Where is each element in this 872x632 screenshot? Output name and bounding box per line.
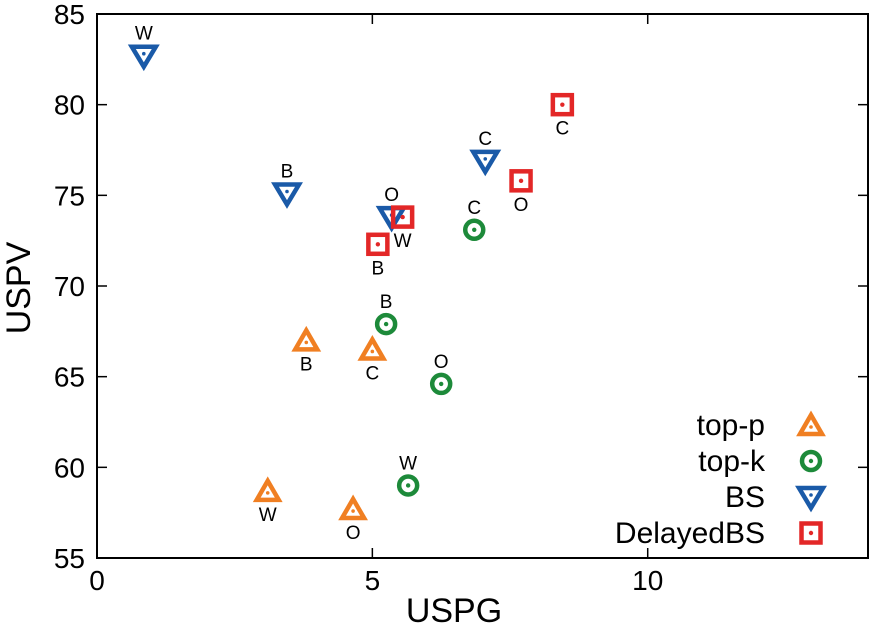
point-label-top-k: W [399,453,417,474]
point-label-top-k: B [380,292,393,313]
marker-dot [304,340,309,345]
marker-shape [796,410,826,437]
point-label-top-p: B [300,354,313,375]
legend-label-top-k: top-k [698,445,766,478]
y-tick-label: 80 [54,90,85,121]
marker-shape [799,521,823,545]
marker-dot [285,189,289,194]
data-point-top-p [291,325,322,352]
data-point-top-p [338,494,368,521]
y-axis-label: USPV [0,241,38,334]
data-point-top-k [396,474,420,497]
point-label-delayedbs: B [372,258,385,279]
marker-shape [462,218,486,242]
y-tick-label: 70 [54,271,85,302]
data-point-delayedbs [390,205,415,229]
marker-shape [429,372,453,396]
marker-shape [799,449,823,473]
point-label-top-p: C [365,363,379,384]
marker-dot [472,227,477,232]
marker-shape [374,312,398,336]
marker-dot [375,242,381,247]
point-label-top-k: C [467,198,481,219]
legend-label-delayedbs: DelayedBS [615,517,765,550]
marker-shape [366,232,390,257]
point-label-bs: C [478,129,492,150]
y-tick-label: 75 [54,180,85,211]
marker-dot [808,530,814,536]
x-tick-label: 10 [632,565,663,596]
point-label-bs: W [135,24,153,45]
marker-dot [438,381,444,387]
marker-dot [370,349,375,354]
point-label-delayedbs: O [514,195,529,216]
data-point-bs [271,182,303,209]
legend-label-bs: BS [725,481,765,514]
point-label-delayedbs: C [555,119,569,140]
marker-shape [271,182,303,209]
marker-dot [400,214,405,220]
legend-marker-top-k [799,449,823,473]
marker-shape [469,149,502,177]
legend-label-top-p: top-p [697,409,765,442]
y-tick-label: 60 [54,452,85,483]
marker-shape [338,494,368,521]
marker-shape [357,334,388,361]
point-label-delayedbs: W [394,231,412,252]
y-tick-label: 65 [54,362,85,393]
marker-dot [809,493,813,497]
data-point-delayedbs [550,92,575,117]
data-point-top-p [357,334,388,361]
data-point-bs [127,44,160,72]
legend-marker-delayedbs [799,521,823,545]
data-point-delayedbs [509,169,533,193]
point-label-top-k: O [434,352,449,373]
marker-dot [809,425,813,429]
marker-shape [291,325,322,352]
marker-dot [808,458,814,464]
marker-shape [127,44,160,72]
marker-dot [560,102,565,107]
data-point-top-k [462,218,486,242]
marker-dot [383,321,389,327]
data-point-top-p [252,476,283,503]
point-label-bs: O [384,185,399,206]
x-axis-label: USPG [406,592,502,630]
legend-marker-bs [795,485,827,513]
marker-shape [396,474,420,497]
marker-dot [142,51,146,56]
y-tick-label: 55 [54,543,85,574]
point-label-top-p: O [346,523,361,544]
marker-dot [405,483,411,488]
data-point-delayedbs [366,232,390,257]
axis-ticks: 0 5 10 55 60 65 70 75 80 85 [54,0,868,596]
marker-dot [265,491,270,495]
marker-dot [518,178,524,184]
point-label-top-p: W [259,505,277,526]
x-tick-label: 5 [365,565,381,596]
x-tick-label: 0 [89,565,105,596]
marker-dot [483,157,488,161]
marker-shape [550,92,575,117]
data-point-top-k [374,312,398,336]
marker-shape [509,169,533,193]
marker-dot [351,509,355,513]
data-point-top-k [429,372,453,396]
data-points [127,44,575,521]
y-tick-label: 85 [54,0,85,30]
data-point-bs [469,149,502,177]
marker-shape [390,205,415,229]
marker-shape [795,485,827,513]
point-label-bs: B [281,162,294,183]
legend-marker-top-p [796,410,826,437]
marker-shape [252,476,283,503]
